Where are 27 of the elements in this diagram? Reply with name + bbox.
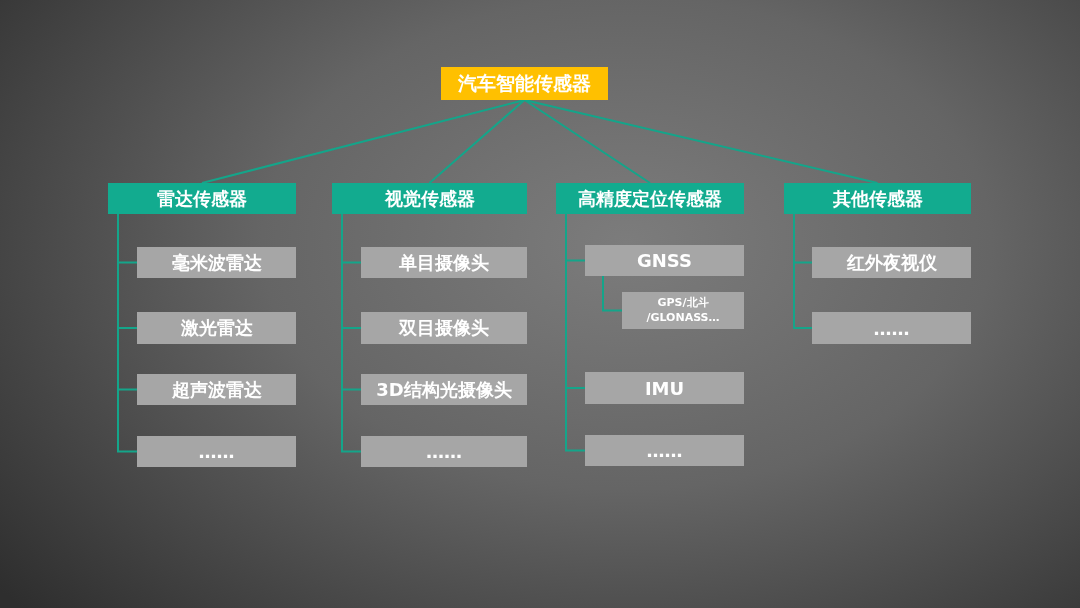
- item-box: 3D结构光摄像头: [361, 374, 527, 405]
- category-box: 其他传感器: [784, 183, 971, 214]
- connector-line: [428, 99, 526, 184]
- root-box: 汽车智能传感器: [441, 67, 608, 100]
- item-box: GNSS: [585, 245, 744, 276]
- item-box: 激光雷达: [137, 312, 296, 344]
- item-box: ……: [585, 435, 744, 466]
- category-box: 雷达传感器: [108, 183, 296, 214]
- item-box: ……: [812, 312, 971, 344]
- connector-line: [523, 99, 879, 184]
- item-box: 单目摄像头: [361, 247, 527, 278]
- connector-line: [793, 213, 813, 329]
- connector-line: [565, 213, 586, 452]
- item-box: ……: [361, 436, 527, 467]
- sub-item-box: GPS/北斗 /GLONASS…: [622, 292, 744, 329]
- category-box: 高精度定位传感器: [556, 183, 744, 214]
- connector-line: [341, 213, 362, 453]
- item-box: IMU: [585, 372, 744, 404]
- connector-line: [117, 213, 138, 453]
- item-box: 红外夜视仪: [812, 247, 971, 278]
- item-box: 超声波雷达: [137, 374, 296, 405]
- connector-line: [602, 275, 623, 312]
- category-box: 视觉传感器: [332, 183, 527, 214]
- item-box: ……: [137, 436, 296, 467]
- item-box: 双目摄像头: [361, 312, 527, 344]
- connector-line: [523, 99, 651, 184]
- item-box: 毫米波雷达: [137, 247, 296, 278]
